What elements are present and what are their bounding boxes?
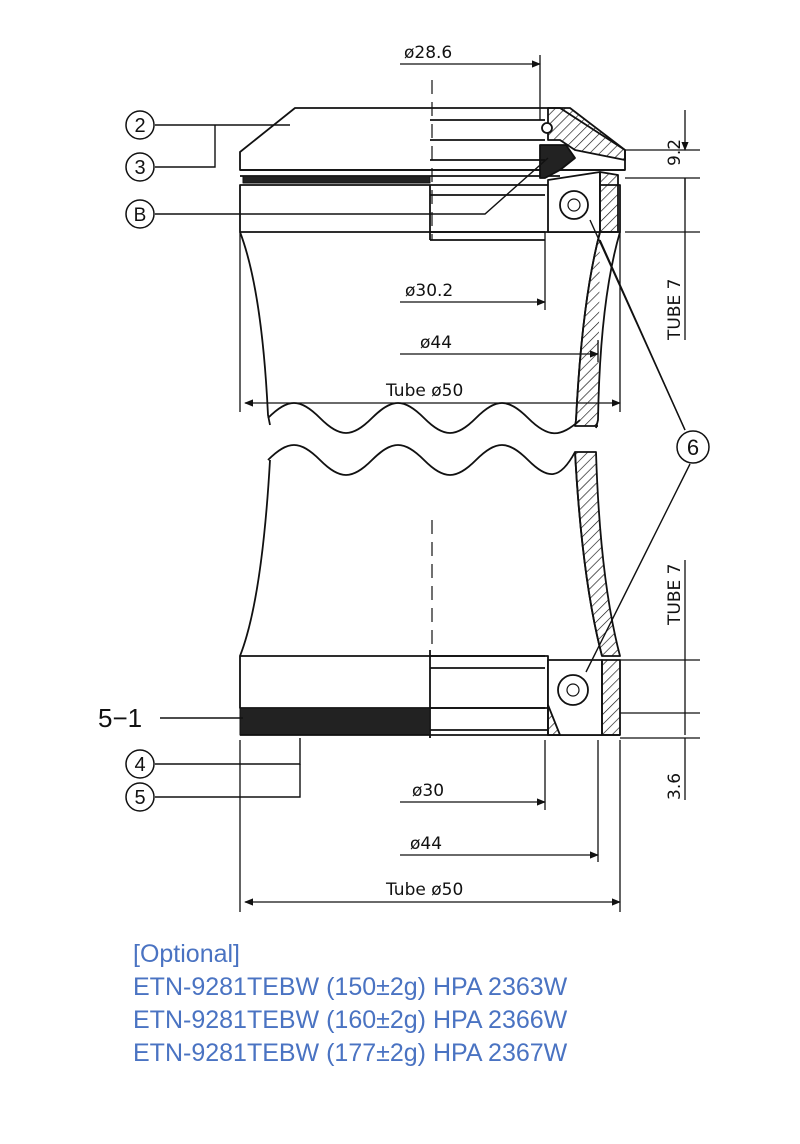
optional-model-3: ETN-9281TEBW (177±2g) HPA 2367W <box>133 1039 568 1067</box>
svg-text:3: 3 <box>134 157 145 179</box>
dim-50-top-line <box>239 232 621 412</box>
top-seal-b <box>539 144 576 179</box>
dim-44-bottom-line <box>400 740 599 862</box>
dim-tube7-bottom: TUBE 7 <box>665 564 685 626</box>
dim-tube7-top-line <box>625 178 700 340</box>
callout-4: 4 <box>125 749 155 779</box>
headset-technical-drawing: ø28.6 9.2 ø30.2 TUBE 7 ø44 Tube ø50 TUBE… <box>98 43 710 912</box>
dim-9-2: 9.2 <box>665 139 685 166</box>
break-line-bottom <box>267 444 576 476</box>
callout-3: 3 <box>125 152 155 182</box>
dim-44-bottom: ø44 <box>410 834 442 854</box>
dim-28-6: ø28.6 <box>404 43 452 63</box>
callout-b: B <box>125 199 155 229</box>
top-upper-cup <box>239 119 621 241</box>
svg-text:5: 5 <box>134 787 145 809</box>
dim-50-bottom-line <box>239 740 621 912</box>
dim-tube7-bottom-line <box>620 560 700 735</box>
dim-tube7-top: TUBE 7 <box>665 279 685 341</box>
callout-b-leader <box>155 157 549 215</box>
dim-30: ø30 <box>412 781 444 801</box>
callout-5-leader <box>155 764 301 798</box>
callout-4-leader <box>155 738 301 765</box>
dim-44-top-line <box>400 340 599 362</box>
dim-44-top: ø44 <box>420 333 452 353</box>
callout-5: 5 <box>125 782 155 812</box>
callout-5-1: 5−1 <box>98 703 142 733</box>
dim-30-line <box>400 740 546 810</box>
svg-text:4: 4 <box>134 754 145 776</box>
callout-6-leaders <box>585 219 691 673</box>
optional-model-2: ETN-9281TEBW (160±2g) HPA 2366W <box>133 1006 568 1034</box>
optional-heading: [Optional] <box>133 940 241 968</box>
callout-2: 2 <box>125 110 155 140</box>
callout-3-leader <box>155 125 216 168</box>
callout-6: 6 <box>676 430 710 464</box>
svg-text:B: B <box>134 205 147 226</box>
svg-text:2: 2 <box>134 115 145 137</box>
optional-models-list: [Optional] ETN-9281TEBW (150±2g) HPA 236… <box>133 938 773 1070</box>
svg-text:6: 6 <box>687 435 699 460</box>
dim-28-6-line <box>400 55 541 120</box>
dim-30-2: ø30.2 <box>405 281 453 301</box>
bottom-bearing <box>547 659 621 736</box>
bottom-head-tube <box>239 451 621 657</box>
dim-3-6-line <box>620 712 700 800</box>
dim-tube-50-bottom: Tube ø50 <box>385 880 463 900</box>
top-head-tube <box>239 231 621 429</box>
dim-tube-50-top: Tube ø50 <box>385 381 463 401</box>
dim-3-6: 3.6 <box>665 773 685 800</box>
dim-30-2-line <box>400 232 546 310</box>
top-cap-section-hatch <box>541 107 626 161</box>
top-bearing <box>547 171 619 233</box>
optional-model-1: ETN-9281TEBW (150±2g) HPA 2363W <box>133 973 568 1001</box>
dim-9-2-line <box>625 110 700 200</box>
break-line-top <box>267 402 581 435</box>
